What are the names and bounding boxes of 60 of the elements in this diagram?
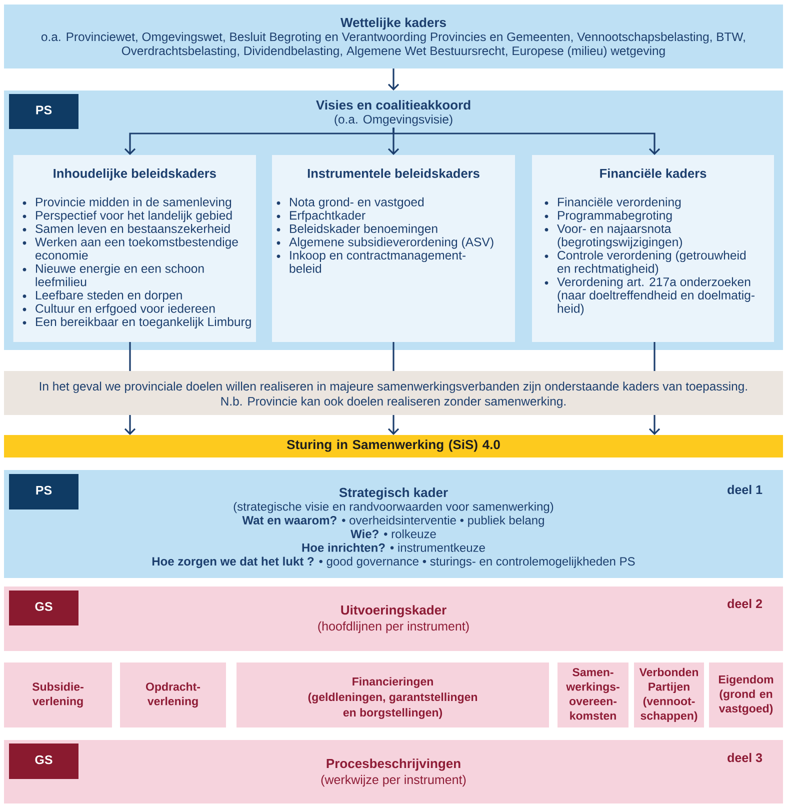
instrument-box: Eigendom (grond en vastgoed): [709, 662, 783, 728]
connector-line: [654, 342, 656, 371]
connector-line: [392, 342, 394, 371]
instrument-box: Opdracht- verlening: [120, 662, 226, 728]
box-text: (geldleningen, garantstellingen en borgstellingen): [308, 692, 478, 719]
list-item: Algemene subsidieverordening (ASV): [289, 237, 494, 249]
body-text: o.a. Provinciewet, Omgevingswet, Besluit Begroting en Verantwoording Provincies en Gemeenten, Vennootschapsbelasting, BTW, Overdrachtsbelasting, Dividendbelasting, Algemene Wet Bestuursrecht, Europese (milieu) wetgeving: [42, 32, 745, 58]
list-item: Voor- en najaarsnota (begrotingswijzigingen): [557, 224, 682, 249]
arrow: [648, 415, 660, 435]
role-badge: PS: [9, 474, 78, 510]
list-item: Erfpachtkader: [290, 210, 366, 222]
list-item: Beleidskader benoemingen: [290, 224, 438, 236]
connector-line: [129, 342, 131, 371]
box-heading: Financiële kaders: [600, 168, 706, 178]
arrow: [124, 415, 136, 435]
part-label: deel 3: [728, 752, 762, 762]
panel-heading: Strategisch kader: [339, 488, 448, 500]
note-text: In het geval we provinciale doelen willen realiseren in majeure samenwerkingsverbanden zijn onderstaande kaders van toepassing.: [40, 382, 747, 394]
guiding-question: Wie? • rolkeuze: [350, 529, 436, 538]
part-label: deel 1: [728, 484, 762, 494]
list-item: Nieuwe energie en een schoon leefmilieu: [36, 264, 204, 286]
panel-heading: Uitvoeringskader: [341, 605, 446, 618]
list-item: Cultuur en erfgoed voor iedereen: [36, 304, 215, 316]
role-badge: PS: [9, 94, 78, 129]
list-item: Een bereikbaar en toegankelijk Limburg: [36, 317, 251, 329]
guiding-question: Hoe zorgen we dat het lukt ? • good governance • sturings- en controlemogelijkheden PS: [152, 556, 635, 568]
panel-subtitle: (o.a. Omgevingsvisie): [334, 114, 452, 126]
list-item: Leefbare steden en dorpen: [36, 290, 182, 302]
instrument-box: Verbonden Partijen (vennoot- schappen): [634, 662, 704, 728]
panel-subtitle: (strategische visie en randvoorwaarden voor samenwerking): [234, 502, 554, 514]
role-badge: GS: [9, 590, 78, 626]
arrow: [388, 68, 400, 90]
list-item: Samen leven en bestaanszekerheid: [36, 224, 230, 234]
role-badge: GS: [9, 744, 78, 779]
title-bar: Sturing in Samenwerking (SiS) 4.0: [4, 435, 783, 458]
instrument-box: Subsidie- verlening: [4, 662, 112, 728]
panel-subtitle: (werkwijze per instrument): [321, 774, 466, 787]
box-heading: Instrumentele beleidskaders: [308, 168, 480, 178]
list-item: Programmabegroting: [558, 210, 672, 222]
list-item: Verordening art. 217a onderzoeken (naar doeltreffendheid en doelmatig- heid): [557, 277, 754, 316]
list-item: Perspectief voor het landelijk gebied: [36, 210, 232, 222]
arrow: [388, 415, 400, 435]
box-heading: Wettelijke kaders: [340, 18, 446, 30]
list-item: Financiële verordening: [558, 197, 681, 209]
guiding-question: Wat en waarom? • overheidsinterventie • publiek belang: [242, 516, 544, 527]
box-heading: Financieringen: [352, 677, 433, 688]
panel-subtitle: (hoofdlijnen per instrument): [318, 621, 469, 634]
box-heading: Inhoudelijke beleidskaders: [54, 168, 216, 180]
instrument-box: Samen- werkings- overeen- komsten: [558, 662, 628, 728]
guiding-question: Hoe inrichten? • instrumentkeuze: [302, 543, 485, 552]
list-item: Werken aan een toekomstbestendige economie: [35, 237, 238, 260]
list-item: Nota grond- en vastgoed: [290, 197, 424, 209]
list-item: Controle verordening (getrouwheid en rechtmatigheid): [558, 250, 746, 276]
panel-heading: Visies en coalitieakkoord: [316, 100, 470, 110]
list-item: Provincie midden in de samenleving: [36, 197, 232, 209]
part-label: deel 2: [728, 598, 762, 608]
arrow: [392, 128, 660, 155]
list-item: Inkoop en contractmanagement- beleid: [290, 250, 466, 273]
note-text: N.b. Provincie kan ook doelen realiseren zonder samenwerking.: [221, 396, 566, 408]
panel-heading: Procesbeschrijvingen: [326, 758, 460, 771]
